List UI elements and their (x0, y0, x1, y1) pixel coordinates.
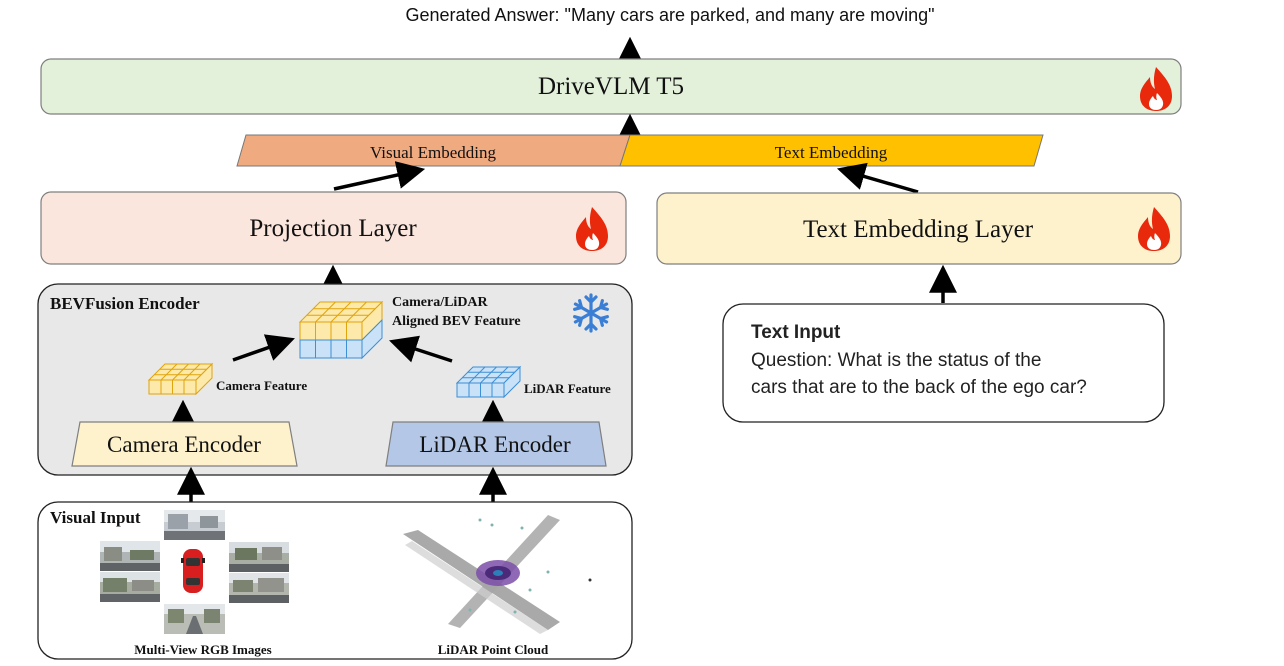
drivevlm-label: DriveVLM T5 (538, 73, 684, 100)
multi-view-rgb-images (100, 510, 289, 634)
drivevlm-t5-block: DriveVLM T5 (40, 58, 1182, 115)
aligned-bev-feature-grid (298, 300, 384, 360)
text-embedding-segment (619, 134, 1044, 167)
text-input-title: Text Input (751, 322, 841, 343)
camera-view-back (164, 604, 225, 634)
lidar-feature-label: LiDAR Feature (524, 381, 611, 396)
camera-feature-grid (147, 362, 214, 396)
lidar-feature-grid (455, 365, 522, 399)
arrow-projection-to-visual-embedding (333, 161, 426, 191)
arrow-textlayer-to-text-embedding (836, 162, 919, 194)
generated-answer: Generated Answer: "Many cars are parked,… (405, 5, 934, 25)
arrow-lidar-feature-to-aligned (389, 335, 453, 363)
visual-embedding-label: Visual Embedding (370, 143, 496, 162)
rgb-images-caption: Multi-View RGB Images (134, 642, 271, 657)
aligned-feature-label-line1: Camera/LiDAR (392, 295, 489, 310)
camera-encoder-box (71, 421, 298, 467)
text-input-question-line2: cars that are to the back of the ego car… (751, 377, 1087, 398)
bevfusion-encoder-block: BEVFusion Encoder (37, 283, 633, 476)
arrow-camera-feature-to-aligned (232, 334, 295, 362)
lidar-point-cloud-caption: LiDAR Point Cloud (438, 642, 549, 657)
lidar-encoder-box (385, 421, 607, 467)
projection-layer-block: Projection Layer (40, 191, 627, 265)
text-embedding-layer-label: Text Embedding Layer (803, 216, 1034, 243)
bevfusion-title: BEVFusion Encoder (50, 294, 200, 313)
lidar-point-cloud (403, 515, 592, 634)
projection-layer-label: Projection Layer (249, 215, 417, 242)
visual-input-title: Visual Input (50, 508, 141, 527)
text-embedding-layer-block: Text Embedding Layer (656, 192, 1182, 265)
text-embedding-label: Text Embedding (775, 143, 888, 162)
lidar-encoder-label: LiDAR Encoder (419, 432, 571, 457)
text-input-question-line1: Question: What is the status of the (751, 350, 1041, 371)
ego-car-icon (181, 549, 205, 593)
embedding-bar: Visual Embedding Text Embedding (236, 134, 1044, 167)
snowflake-icon (571, 293, 611, 333)
aligned-feature-label-line2: Aligned BEV Feature (392, 314, 521, 329)
visual-input-block: Visual Input (37, 501, 633, 660)
camera-view-front-right (229, 542, 289, 572)
camera-feature-label: Camera Feature (216, 378, 307, 393)
camera-view-front-left (100, 541, 160, 571)
camera-view-back-right (229, 573, 289, 603)
camera-encoder-label: Camera Encoder (107, 432, 261, 457)
camera-view-back-left (100, 572, 160, 602)
text-input-block: Text Input Question: What is the status … (722, 303, 1165, 423)
camera-view-front (164, 510, 225, 540)
